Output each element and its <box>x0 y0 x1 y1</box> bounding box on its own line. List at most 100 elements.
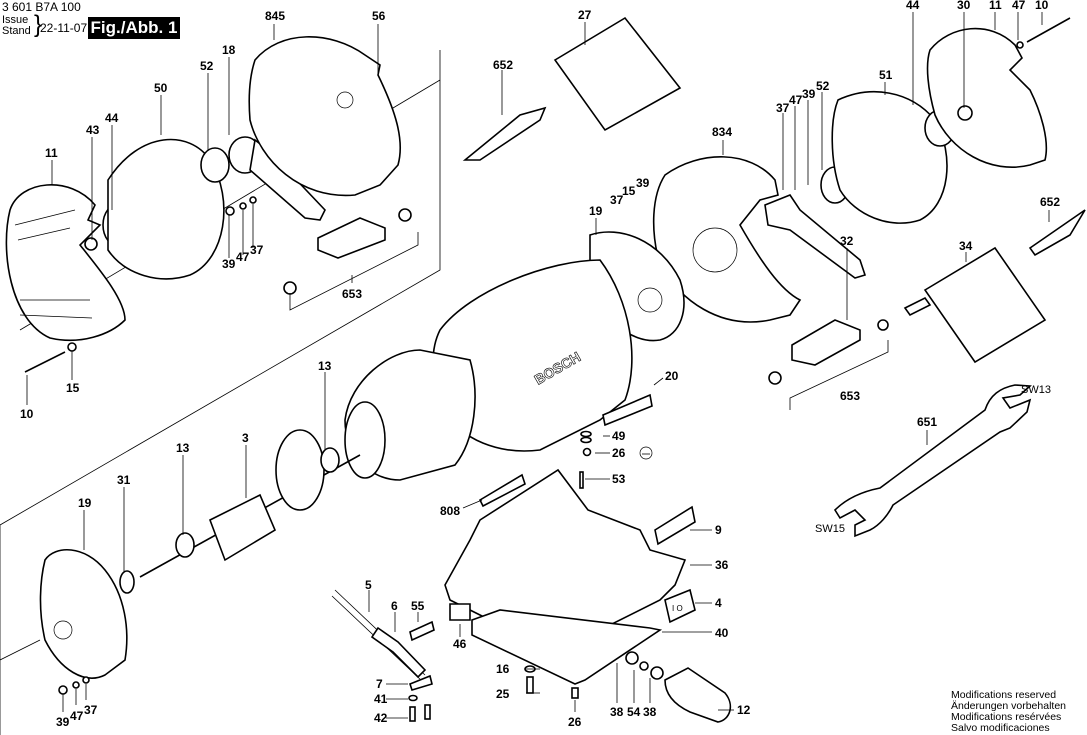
part-label: 653 <box>840 389 860 403</box>
part-label: 4 <box>715 596 722 610</box>
part-label: 39 <box>56 715 70 729</box>
part-label: 34 <box>959 239 973 253</box>
part-label: 6 <box>391 599 398 613</box>
ring-31 <box>119 570 135 594</box>
wheel-guard-11-right <box>926 27 1048 168</box>
eye-shield-27 <box>553 16 682 132</box>
part-label: 652 <box>493 58 513 72</box>
switch-marking: I O <box>672 604 683 613</box>
part-label: 30 <box>957 0 971 12</box>
pin-53 <box>579 471 584 489</box>
figure-label: Fig./Abb. 1 <box>88 17 180 39</box>
part-label: 31 <box>117 473 131 487</box>
grinding-wheel-50 <box>107 138 225 280</box>
part-label: 16 <box>496 662 510 676</box>
bearing-13-left <box>175 532 195 558</box>
washer-37-bottom <box>82 676 90 684</box>
capacitor-12 <box>664 667 732 723</box>
label-808 <box>478 473 526 508</box>
nut-43 <box>84 237 98 251</box>
part-label: 18 <box>222 43 236 57</box>
part-label: 53 <box>612 472 626 486</box>
notice-line-es: Salvo modificaciones <box>951 722 1050 734</box>
bearing-13-right <box>320 447 340 473</box>
part-label: 26 <box>568 715 582 729</box>
label-20 <box>602 393 653 427</box>
issue-stand-label: Issue Stand <box>2 15 31 37</box>
part-label: 56 <box>372 9 386 23</box>
part-label: 39 <box>636 176 650 190</box>
end-shield-left-bore <box>53 620 73 640</box>
nut-38a <box>625 651 639 665</box>
armature-fan <box>275 429 325 511</box>
washer-54 <box>639 661 649 671</box>
part-label: 10 <box>20 407 34 421</box>
part-label: 12 <box>737 703 751 717</box>
part-label: 37 <box>776 101 790 115</box>
part-label: 25 <box>496 687 510 701</box>
o-ring-49a <box>580 430 592 438</box>
wrench-651 <box>833 384 1032 538</box>
rest-screw <box>283 281 297 295</box>
part-label: 47 <box>789 93 803 107</box>
tool-rest-653-left <box>317 217 386 259</box>
part-label: 47 <box>70 709 84 723</box>
part-label: 32 <box>840 234 854 248</box>
part-label: 37 <box>250 243 264 257</box>
ground-symbol-icon <box>639 446 653 460</box>
part-label: 9 <box>715 523 722 537</box>
bolt-10-left <box>24 351 66 373</box>
notice-line-de: Änderungen vorbehalten <box>951 700 1067 712</box>
washer-47 <box>239 202 247 210</box>
left-assembly-frame <box>0 50 441 735</box>
tool-rest-653-right <box>791 319 861 366</box>
rest-bracket <box>289 232 419 311</box>
grinding-wheel-51 <box>831 91 948 224</box>
cable-clamp-7 <box>409 674 433 691</box>
part-label: 7 <box>376 677 383 691</box>
rest-screw-right <box>877 319 889 331</box>
part-label: 47 <box>1012 0 1026 12</box>
nut-30 <box>957 105 973 121</box>
part-label: 20 <box>665 369 679 383</box>
screw-25 <box>526 676 534 694</box>
part-label: 10 <box>1035 0 1049 12</box>
o-ring-49b <box>580 436 592 444</box>
part-label: 54 <box>627 705 641 719</box>
stator-winding <box>344 401 386 479</box>
shield-holder-652-right <box>1028 209 1086 257</box>
part-label: 42 <box>374 711 388 725</box>
part-label: 13 <box>176 441 190 455</box>
part-label: 26 <box>612 446 626 460</box>
screw-39 <box>225 206 235 216</box>
end-shield-bore <box>637 287 663 313</box>
frame-line-bottom <box>0 639 41 661</box>
wheel-guard-845 <box>248 36 402 197</box>
washer-47-bottom <box>72 681 80 689</box>
washer-41 <box>408 694 418 702</box>
issue-date: 22-11-07 <box>40 21 88 35</box>
part-label: 39 <box>802 87 816 101</box>
part-label: 44 <box>105 111 119 125</box>
part-label: 3 <box>242 431 249 445</box>
flange-52-left <box>200 147 230 183</box>
cable-sleeve-6 <box>370 626 427 679</box>
part-label: 36 <box>715 558 729 572</box>
part-label: 808 <box>440 504 460 518</box>
part-label: 37 <box>84 703 98 717</box>
shield-holder-652-left <box>462 106 547 161</box>
wrench-size-sw13: SW13 <box>1021 384 1051 396</box>
washer-15-left <box>67 342 77 352</box>
base-plate-40 <box>471 609 663 685</box>
notice-line-en: Modifications reserved <box>951 689 1057 701</box>
part-label: 653 <box>342 287 362 301</box>
clamp-55 <box>409 620 435 642</box>
part-label: 52 <box>200 59 214 73</box>
nut-38b <box>650 666 664 680</box>
base-36 <box>444 468 687 641</box>
part-label: 27 <box>578 8 592 22</box>
screw-26-ground <box>582 447 592 457</box>
issue-label: Issue <box>2 14 29 26</box>
